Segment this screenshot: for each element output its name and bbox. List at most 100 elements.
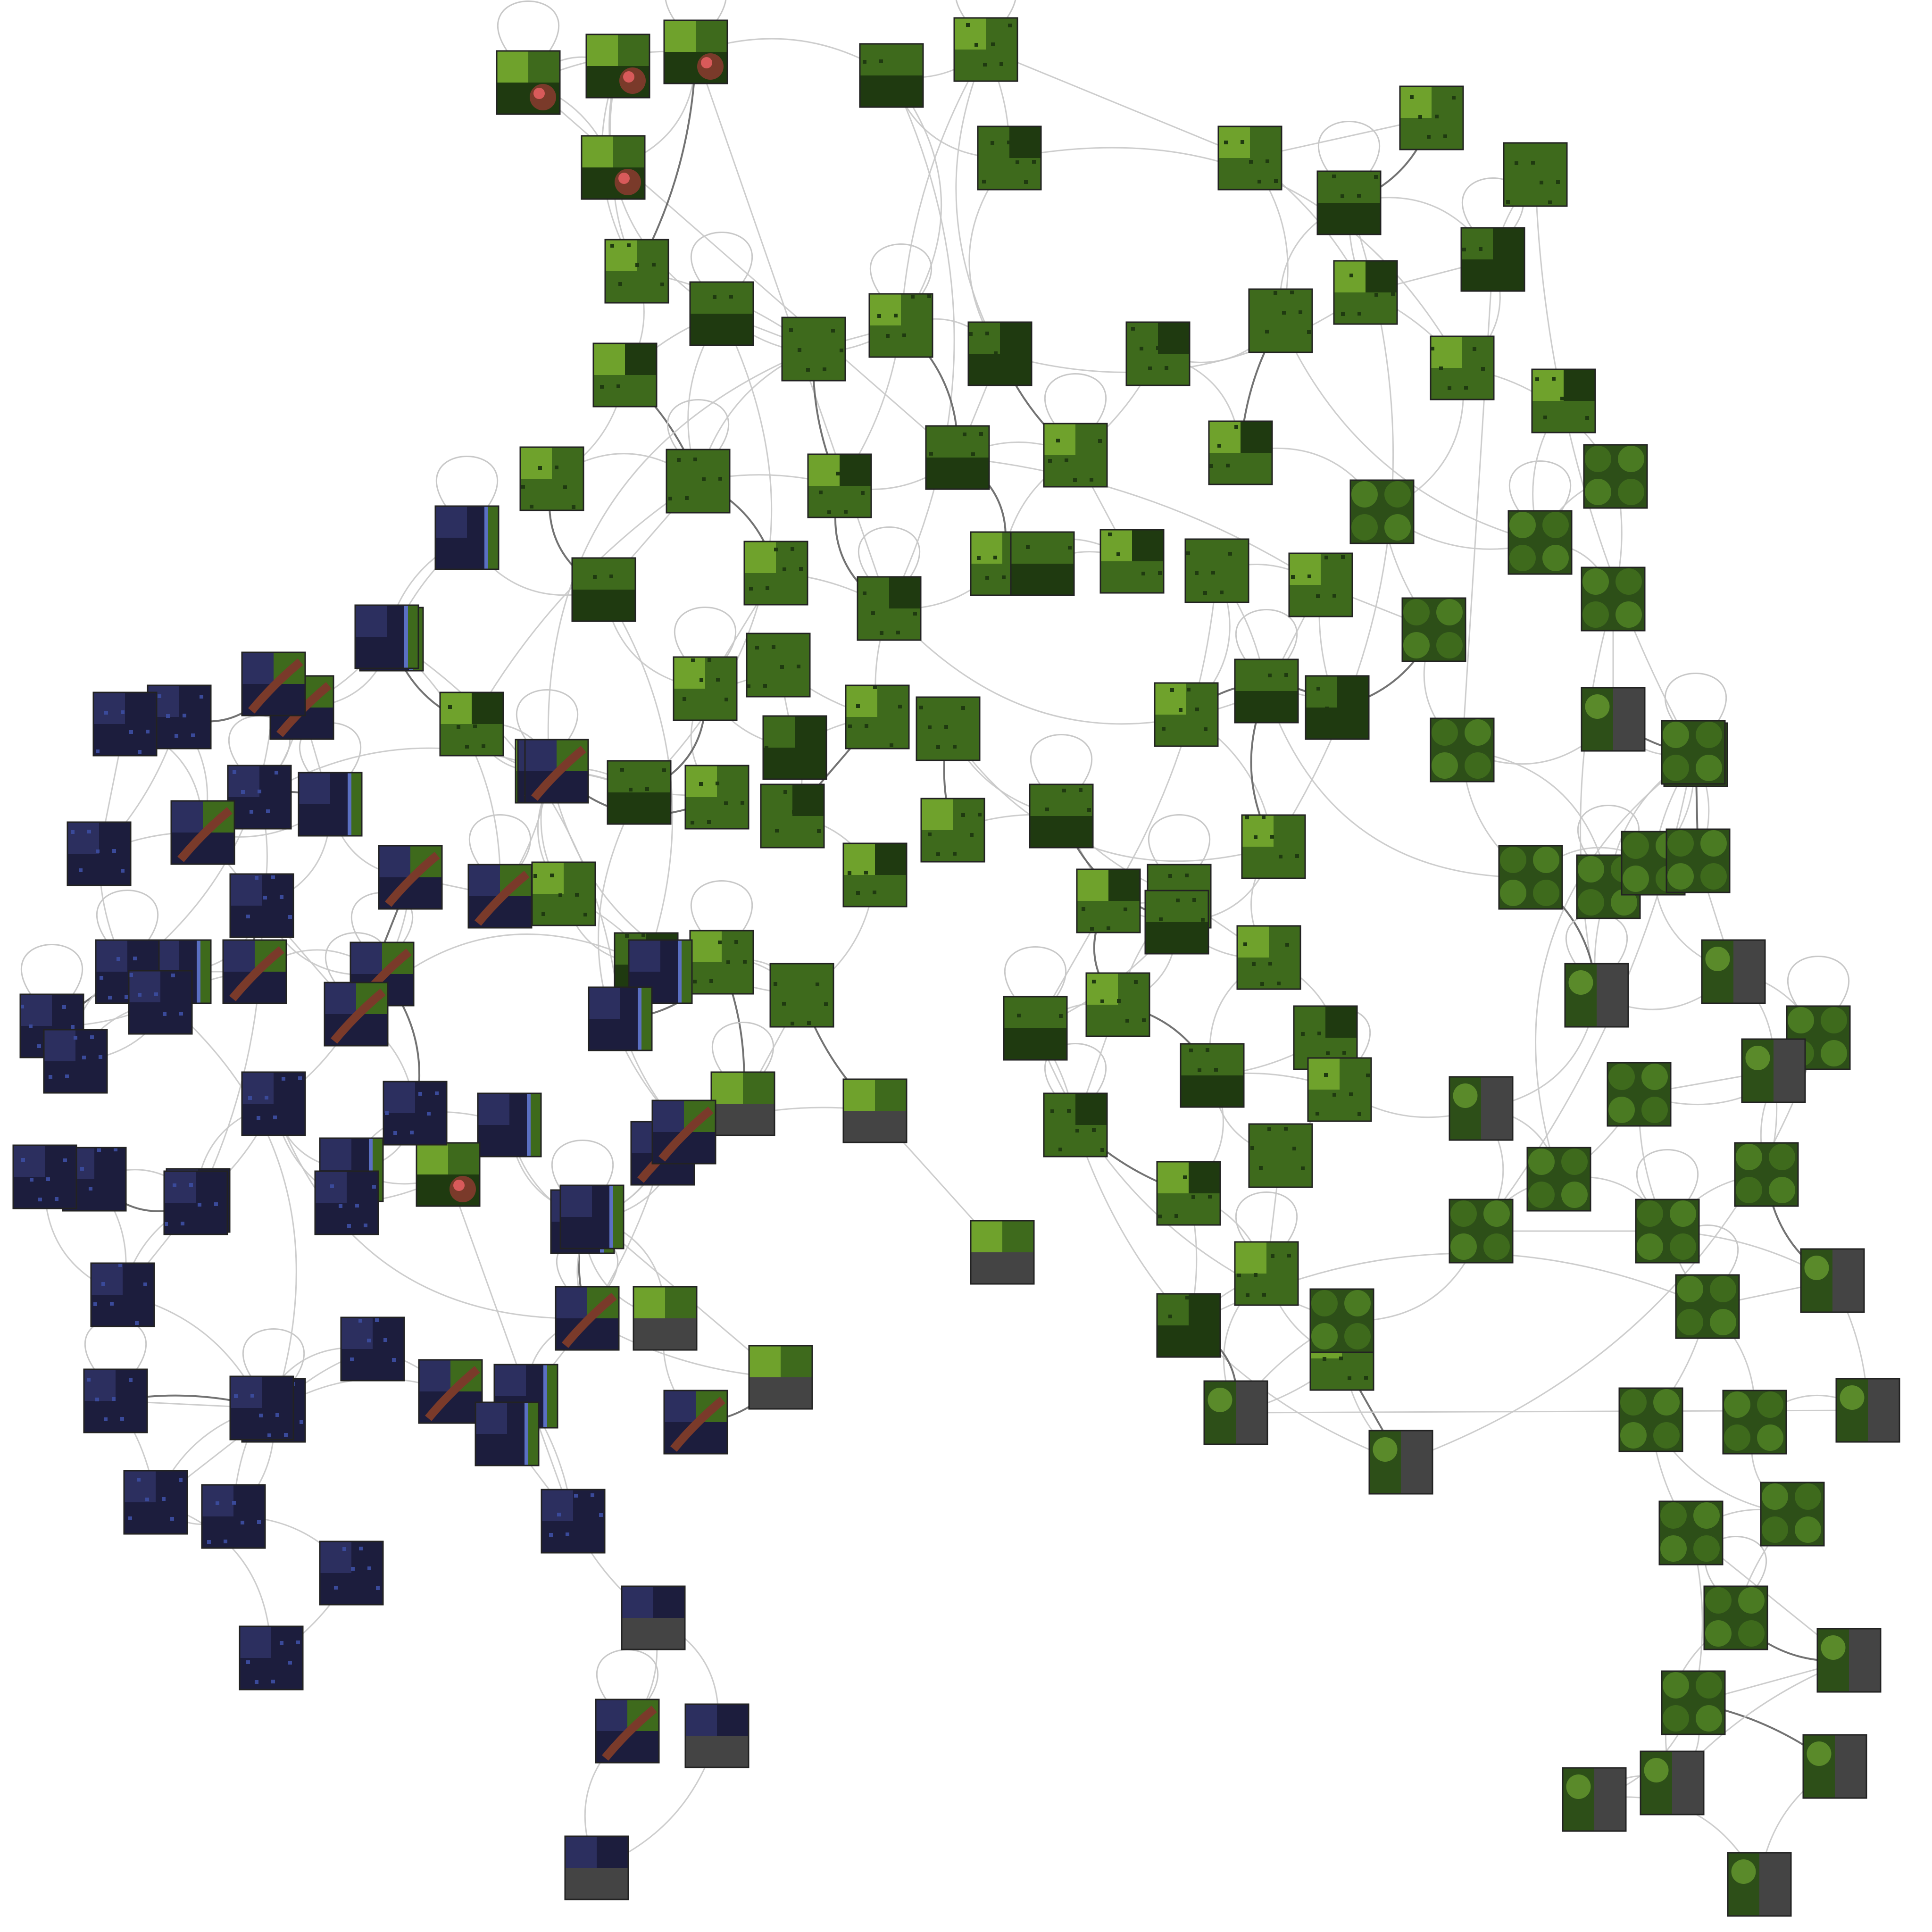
adjacency-edge [957,457,1321,586]
adjacency-edge [1280,320,1541,543]
tile-node-water-rock [241,651,306,716]
tile-node-grass [1043,423,1108,488]
tile-node-grass [1460,227,1525,292]
tile-node-rock [416,1142,481,1207]
self-loop-edge [1636,1149,1699,1203]
self-loop-edge [20,944,83,998]
tile-node-grass [967,321,1033,386]
tile-node-rock [496,50,561,115]
self-loop-edge [551,1140,614,1194]
tile-node-forest-tree [1607,1062,1672,1127]
tile-node-grass [1503,142,1568,207]
self-loop-edge [1044,1043,1107,1097]
tile-node-grass [1099,529,1165,594]
tile-node-water-rock [324,982,389,1047]
tile-node-forest-tree [1507,510,1573,575]
tile-node-water-rock [651,1099,716,1165]
tile-node-grass [760,783,825,849]
tile-node-grass [916,696,981,761]
tile-node-grass [1307,1057,1372,1122]
tile-node-grass [746,633,811,698]
tile-node-tree-void [1564,963,1629,1028]
adjacency-edge [447,1174,574,1522]
tile-node-water-grass [475,1401,540,1466]
tile-node-grass-void [970,1220,1035,1285]
tile-node-grass [1029,783,1094,849]
tile-node-water [128,970,193,1035]
adjacency-edge [955,49,1001,354]
tile-node-forest-tree [1526,1147,1591,1212]
tile-node-grass [1305,675,1370,740]
tile-node-tree-void [1816,1628,1882,1693]
self-loop-edge [1044,373,1107,427]
tile-node-grass [1293,1005,1358,1070]
tile-node-water-grass [354,604,419,669]
tile-node-forest-tree [1581,566,1646,632]
adjacency-edge [1461,259,1494,750]
tile-node-grass [1154,682,1219,747]
adjacency-edge [547,348,814,772]
tile-node-tree-void [1562,1767,1627,1832]
tile-node-grass [857,576,922,641]
tile-node-grass [666,449,731,514]
tile-node-tree-void [1835,1378,1900,1443]
tile-node-forest-tree [1349,479,1415,544]
adjacency-edge [1266,691,1531,878]
tile-node-grass [1003,996,1068,1061]
tile-node-water [90,1262,155,1327]
tile-node-water-grass [477,1092,542,1158]
tile-node-grass [1156,1293,1221,1358]
tile-node-grass [868,293,933,358]
adjacency-edge [1534,174,1694,753]
self-loop-edge [858,526,921,581]
self-loop-edge [96,890,159,944]
tile-node-grass [925,425,990,490]
tile-node-water-grass [298,772,363,837]
tile-node-grass [1248,1123,1313,1188]
tile-node-water [227,765,292,830]
tile-node-grass [920,798,985,863]
edge-layer [20,0,1869,1885]
self-loop-edge [1787,956,1850,1010]
tile-node-forest-tree [1703,1585,1768,1650]
tile-node-grass [743,541,808,606]
tile-node-water [541,1489,606,1554]
tile-node-water [67,821,132,886]
tile-node-water [83,1368,148,1433]
tile-node-grass [1241,814,1306,879]
tile-node-grass [689,930,754,995]
tile-node-grass [845,684,910,749]
adjacency-edge [985,49,1250,159]
tile-node-water [319,1541,384,1606]
tile-node-water-grass [434,505,500,570]
tile-node-water [92,691,158,757]
tile-node-water-grass [588,986,653,1051]
adjacency-edge [888,75,955,609]
tile-node-tree-void [1581,687,1646,752]
tile-node-water-rock [378,845,443,910]
tile-node-forest-tree [1675,1274,1740,1339]
adjacency-edge [598,792,685,1133]
tile-node-grass [1234,658,1299,724]
adjacency-edge [471,480,699,724]
self-loop-edge [516,689,579,743]
tile-node-water-void [684,1703,749,1768]
tile-node-forest-tree [1666,828,1731,893]
tile-node-forest-tree [1449,1199,1514,1264]
tile-node-grass [1156,1161,1221,1226]
self-loop-edge [690,232,753,286]
tile-node-tree-void [1727,1852,1792,1917]
tile-node-grass [1316,170,1382,235]
tile-node-grass [807,453,872,518]
tile-node-water-grass [559,1184,625,1249]
tile-node-water [43,1029,108,1094]
adjacency-edge [891,75,942,326]
self-loop-edge [1030,734,1093,788]
tile-node-forest-tree [1618,1387,1683,1452]
adjacency-edge [900,49,987,326]
tile-node-water [201,1484,266,1549]
tile-node-grass [1236,925,1301,990]
tile-node-grass [684,765,749,830]
tile-node-grass-void [748,1345,813,1410]
